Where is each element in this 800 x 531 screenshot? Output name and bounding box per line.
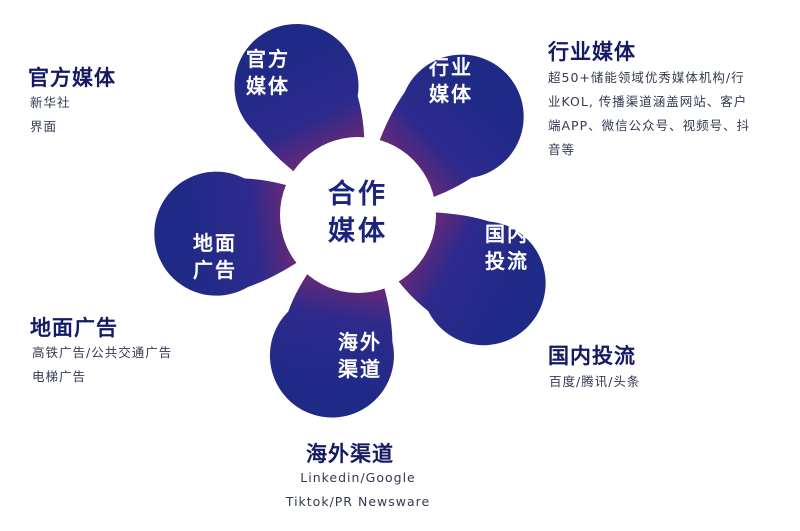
center-label-line1: 合作: [328, 179, 388, 210]
petal-industry-line1: 行业: [429, 55, 473, 79]
overseas-channels-title: 海外渠道: [306, 442, 394, 466]
industry-media-desc-line: 端APP、微信公众号、视频号、抖: [548, 118, 751, 133]
official-media-title: 官方媒体: [28, 66, 116, 90]
overseas-channels-desc-line: Tiktok/PR Newsware: [285, 494, 431, 509]
petal-overseas-channels: 海外 渠道: [330, 329, 390, 383]
official-media-desc-line: 新华社: [30, 95, 71, 110]
petal-ground-ads: 地面 广告: [185, 230, 245, 284]
official-media-desc-line: 界面: [30, 119, 58, 134]
petal-domestic-ads: 国内 投流: [477, 221, 537, 275]
ground-ads-desc-line: 高铁广告/公共交通广告: [32, 345, 173, 360]
industry-media-desc: 超50+储能领域优秀媒体机构/行 业KOL, 传播渠道涵盖网站、客户 端APP、…: [548, 66, 750, 162]
petal-official-line1: 官方: [246, 47, 290, 71]
domestic-ads-desc: 百度/腾讯/头条: [549, 370, 640, 394]
ground-ads-title: 地面广告: [30, 316, 118, 340]
official-media-desc: 新华社 界面: [30, 91, 71, 139]
petal-industry-media: 行业 媒体: [421, 54, 481, 108]
center-disc: [280, 137, 436, 293]
domestic-ads-title: 国内投流: [548, 344, 636, 368]
overseas-channels-desc: Linkedin/Google Tiktok/PR Newsware: [250, 466, 466, 514]
petal-overseas-line2: 渠道: [338, 357, 382, 381]
domestic-ads-desc-line: 百度/腾讯/头条: [549, 374, 641, 389]
industry-media-desc-line: 超50+储能领域优秀媒体机构/行: [548, 70, 745, 85]
petal-official-media: 官方 媒体: [238, 46, 298, 100]
petal-domestic-line1: 国内: [485, 222, 529, 246]
petal-overseas-line1: 海外: [338, 330, 382, 354]
petal-official-line2: 媒体: [246, 74, 290, 98]
center-label: 合作 媒体: [318, 176, 398, 250]
industry-media-desc-line: 业KOL, 传播渠道涵盖网站、客户: [548, 94, 748, 109]
petal-ground-line1: 地面: [193, 231, 237, 255]
industry-media-title: 行业媒体: [548, 40, 636, 64]
petal-industry-line2: 媒体: [429, 82, 473, 106]
ground-ads-desc-line: 电梯广告: [32, 369, 87, 384]
petal-domestic-line2: 投流: [485, 249, 529, 273]
overseas-channels-desc-line: Linkedin/Google: [300, 470, 416, 485]
industry-media-desc-line: 音等: [548, 142, 576, 157]
ground-ads-desc: 高铁广告/公共交通广告 电梯广告: [32, 341, 172, 389]
center-label-line2: 媒体: [328, 216, 388, 247]
petal-ground-line2: 广告: [193, 258, 237, 282]
